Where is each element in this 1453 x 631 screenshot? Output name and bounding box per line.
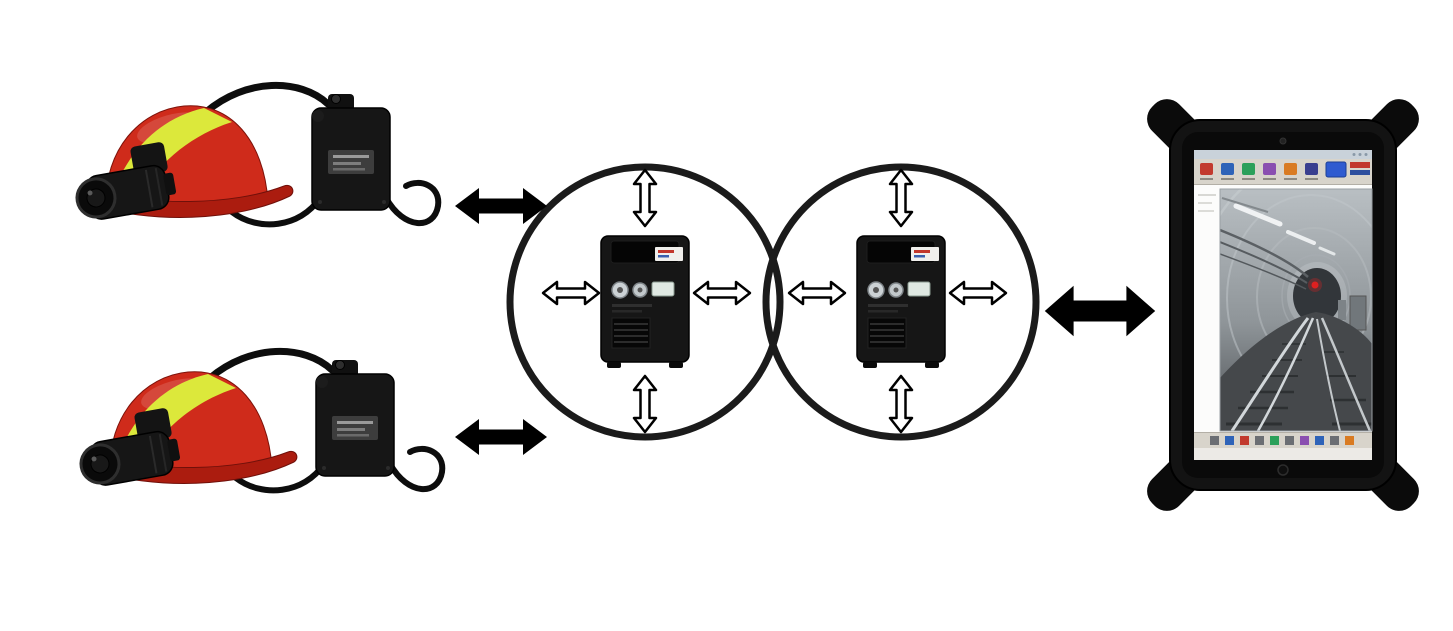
- radio-arrow-down-left-node: [632, 374, 658, 434]
- ceiling-light: [1233, 203, 1283, 227]
- app-logo-top: [1350, 162, 1370, 168]
- bottom-toolbar-icon: [1345, 436, 1354, 445]
- radio-arrow-down-right-node: [888, 374, 914, 434]
- titlebar-dot: [1352, 153, 1356, 156]
- tunnel-photo: [1220, 189, 1372, 431]
- photo-rail-left-inner: [1256, 317, 1315, 431]
- toolbar-icon-caption: [1242, 178, 1255, 180]
- screen-footer-strip: [1194, 448, 1372, 460]
- radio-arrow-right-right-node: [948, 280, 1008, 306]
- toolbar-icon: [1242, 163, 1255, 175]
- toolbar-icon-caption: [1284, 178, 1297, 180]
- link-arrow-helmet-top: [455, 188, 547, 224]
- sidebar-mark: [1198, 194, 1216, 196]
- bottom-toolbar-divider: [1194, 432, 1372, 433]
- mesh-range-circle-right: [762, 163, 1040, 441]
- toolbar-icon: [1263, 163, 1276, 175]
- toolbar-divider: [1194, 184, 1372, 185]
- mesh-node-right: [856, 235, 946, 369]
- radio-arrow-left-right-node: [787, 280, 847, 306]
- toolbar-icon-caption: [1305, 178, 1318, 180]
- radio-arrow-left-left-node: [541, 280, 601, 306]
- toolbar-icon-caption: [1263, 178, 1276, 180]
- radio-arrow-up-right-node: [888, 168, 914, 228]
- bottom-toolbar-icon: [1285, 436, 1294, 445]
- bottom-toolbar-icon: [1225, 436, 1234, 445]
- ceiling-light: [1286, 230, 1316, 245]
- home-button: [1277, 464, 1289, 476]
- bottom-toolbar-icon: [1255, 436, 1264, 445]
- wall-cable: [1220, 228, 1309, 278]
- bottom-toolbar-icons: [1210, 436, 1354, 445]
- screen-titlebar: [1194, 150, 1372, 159]
- wall-equipment-box: [1349, 295, 1367, 331]
- toolbar-icons: [1200, 163, 1318, 180]
- toolbar-icon-caption: [1200, 178, 1213, 180]
- app-logo-bottom: [1350, 170, 1370, 175]
- toolbar-blue-button: [1325, 161, 1347, 178]
- helmet-camera-unit-top: [70, 85, 439, 224]
- photo-border: [1219, 188, 1373, 432]
- bottom-toolbar-icon: [1210, 436, 1219, 445]
- ceiling-light: [1318, 246, 1336, 256]
- bottom-toolbar-icon: [1240, 436, 1249, 445]
- tablet-viewer: [1147, 99, 1419, 511]
- toolbar-icon: [1284, 163, 1297, 175]
- radio-arrow-right-left-node: [692, 280, 752, 306]
- toolbar-icon-caption: [1221, 178, 1234, 180]
- link-arrow-helmet-bottom: [455, 419, 547, 455]
- link-arrow-tablet: [1044, 285, 1156, 337]
- radio-arrow-up-left-node: [632, 168, 658, 228]
- wall-cable: [1220, 253, 1307, 290]
- front-camera-dot: [1279, 137, 1287, 145]
- photo-rail-left-outer: [1230, 317, 1310, 431]
- toolbar-icon: [1305, 163, 1318, 175]
- bottom-toolbar-icon: [1315, 436, 1324, 445]
- wall-cable: [1220, 241, 1308, 284]
- titlebar-dot: [1358, 153, 1362, 156]
- mesh-range-circle-left: [506, 163, 784, 441]
- titlebar-dot: [1364, 153, 1368, 156]
- photo-rail-right-outer: [1320, 317, 1372, 431]
- photo-rail-right-inner: [1316, 318, 1341, 431]
- toolbar-icon: [1200, 163, 1213, 175]
- bottom-toolbar-icon: [1330, 436, 1339, 445]
- bottom-toolbar-icon: [1300, 436, 1309, 445]
- signal-light: [1311, 281, 1319, 289]
- sidebar-mark: [1198, 202, 1212, 204]
- sidebar-mark: [1198, 210, 1214, 212]
- bottom-toolbar-icon: [1270, 436, 1279, 445]
- toolbar-icon: [1221, 163, 1234, 175]
- ceiling-conduit: [1221, 197, 1269, 213]
- helmet-camera-unit-bottom: [74, 351, 443, 490]
- screen-bottom-toolbar: [1194, 432, 1372, 448]
- mesh-node-left: [600, 235, 690, 369]
- wall-equipment-box-small: [1338, 300, 1346, 320]
